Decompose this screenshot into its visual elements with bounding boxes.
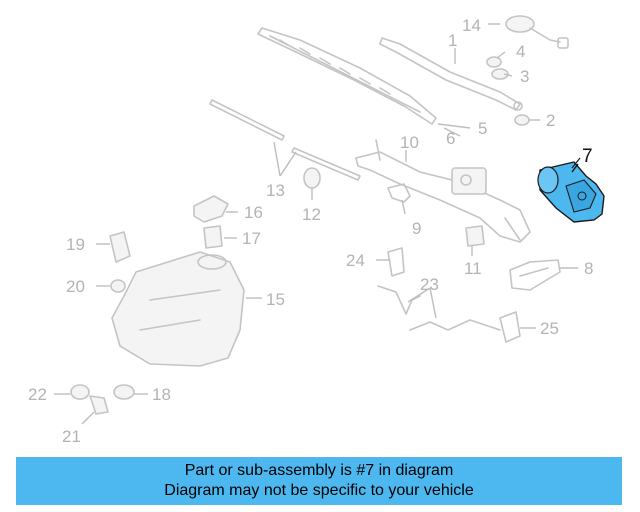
part-8-bracket [509, 259, 561, 291]
part-16-cap [193, 195, 229, 223]
part-2-cap [514, 114, 530, 126]
callout-22: 22 [28, 385, 47, 404]
callout-23: 23 [420, 275, 439, 294]
callout-8: 8 [584, 259, 593, 278]
callout-5: 5 [478, 119, 487, 138]
part-4-nut [486, 56, 502, 68]
callout-24: 24 [346, 251, 365, 270]
callout-21: 21 [62, 427, 81, 446]
part-3-washer [491, 68, 509, 80]
callout-11: 11 [464, 259, 482, 278]
part-19-pump [109, 231, 131, 263]
part-21-nozzle [89, 395, 109, 415]
wiper-arm [379, 37, 523, 111]
part-23-hose [377, 285, 501, 331]
washer-reservoir [111, 251, 245, 367]
part-14-cap [505, 15, 569, 49]
callout-20: 20 [66, 277, 85, 296]
callout-25: 25 [540, 319, 559, 338]
blade-refill [209, 99, 361, 181]
part-12-grommet [303, 167, 321, 189]
callout-14: 14 [462, 16, 481, 35]
callout-4: 4 [516, 42, 525, 61]
part-18-grommet [113, 384, 135, 400]
part-9-bracket [387, 183, 411, 203]
callout-6: 6 [446, 129, 455, 148]
callout-15: 15 [266, 290, 285, 309]
callout-17: 17 [242, 229, 261, 248]
callout-16: 16 [244, 203, 263, 222]
part-25-valve [499, 311, 521, 343]
callout-18: 18 [152, 385, 171, 404]
callout-leaders [54, 23, 579, 425]
callout-3: 3 [520, 67, 529, 86]
wiper-motor-highlighted [537, 157, 605, 223]
part-17-neck [203, 225, 223, 249]
callout-10: 10 [400, 133, 419, 152]
callout-13: 13 [266, 181, 285, 200]
wiper-blade [257, 27, 437, 125]
callout-2: 2 [546, 111, 555, 130]
wiper-linkage [355, 139, 531, 243]
part-22-grommet [70, 384, 90, 400]
part-24-connector [387, 247, 405, 277]
part-11-bushing [465, 225, 485, 247]
callout-19: 19 [66, 235, 85, 254]
info-banner: Part or sub-assembly is #7 in diagram Di… [16, 457, 622, 505]
callout-9: 9 [412, 219, 421, 238]
banner-line-disclaimer: Diagram may not be specific to your vehi… [164, 482, 474, 499]
part-20-seal [110, 279, 126, 293]
banner-line-part: Part or sub-assembly is #7 in diagram [184, 462, 454, 479]
parts-diagram: 14 1 4 3 5 6 2 10 7 13 12 16 9 17 19 24 … [28, 15, 605, 446]
callout-7-highlighted: 7 [582, 146, 593, 167]
callout-1: 1 [448, 31, 457, 50]
callout-12: 12 [302, 205, 321, 224]
